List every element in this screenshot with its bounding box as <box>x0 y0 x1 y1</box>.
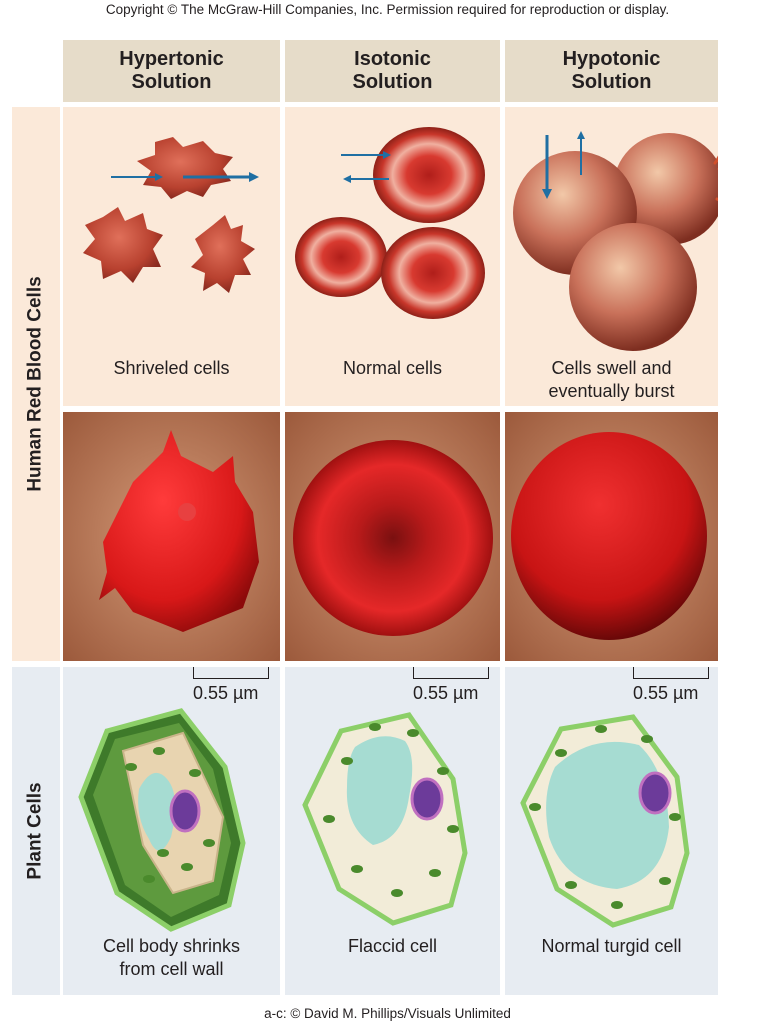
panel-rbc-hypertonic: Shriveled cells <box>63 107 280 406</box>
micrograph-isotonic <box>285 412 500 661</box>
panel-rbc-hypotonic: Cells swell and eventually burst <box>505 107 718 406</box>
plasmolyzed-plant-cell-illustration <box>78 708 246 932</box>
rbc-caption-line1: Cells swell and <box>551 358 672 378</box>
column-header-line2: Solution <box>352 71 433 93</box>
column-header-line1: Hypertonic <box>119 48 224 70</box>
plant-caption-line1: Flaccid cell <box>347 936 438 956</box>
column-header-line2: Solution <box>131 71 212 93</box>
panel-plant-hypertonic: 0.55 µm Cell body shrinks from cell wall <box>63 667 280 995</box>
rbc-caption-line2: eventually burst <box>548 381 675 401</box>
scale-bar-label: 0.55 µm <box>413 683 479 703</box>
column-header-line1: Hypotonic <box>562 48 661 70</box>
column-header-line2: Solution <box>571 71 652 93</box>
row-label-plant-text: Plant Cells <box>25 782 46 880</box>
shriveled-cells-illustration <box>83 137 259 293</box>
scale-bar: 0.55 µm <box>193 667 273 707</box>
crenated-cell-micrograph <box>63 412 280 661</box>
rbc-caption-line1: Normal cells <box>342 358 443 378</box>
scale-bar-label: 0.55 µm <box>193 683 259 703</box>
row-label-plant: Plant Cells <box>12 667 60 995</box>
row-label-rbc: Human Red Blood Cells <box>12 107 60 661</box>
column-header-line1: Isotonic <box>354 48 431 70</box>
scale-bar: 0.55 µm <box>633 667 713 707</box>
panel-rbc-isotonic: Normal cells <box>285 107 500 406</box>
swollen-cells-illustration <box>513 131 718 351</box>
row-label-rbc-text: Human Red Blood Cells <box>25 276 47 492</box>
normal-cells-illustration <box>295 127 485 319</box>
copyright-notice: Copyright © The McGraw-Hill Companies, I… <box>105 2 670 17</box>
scale-bar-label: 0.55 µm <box>633 683 699 703</box>
panel-plant-hypotonic: 0.55 µm Normal turgid cell <box>505 667 718 995</box>
plant-caption-line2: from cell wall <box>119 959 224 979</box>
turgid-plant-cell-illustration <box>520 714 690 928</box>
panel-plant-isotonic: 0.55 µm Flaccid cell <box>285 667 500 995</box>
rbc-caption-line1: Shriveled cells <box>113 358 230 378</box>
plant-caption-line1: Cell body shrinks <box>102 936 241 956</box>
micrograph-hypertonic <box>63 412 280 661</box>
micrograph-hypotonic <box>505 412 718 661</box>
normal-cell-micrograph <box>285 412 500 661</box>
plant-caption-line1: Normal turgid cell <box>541 936 682 956</box>
scale-bar: 0.55 µm <box>413 667 493 707</box>
photo-credit: a-c: © David M. Phillips/Visuals Unlimit… <box>264 1006 511 1021</box>
flaccid-plant-cell-illustration <box>302 712 468 926</box>
swollen-cell-micrograph <box>505 412 718 661</box>
